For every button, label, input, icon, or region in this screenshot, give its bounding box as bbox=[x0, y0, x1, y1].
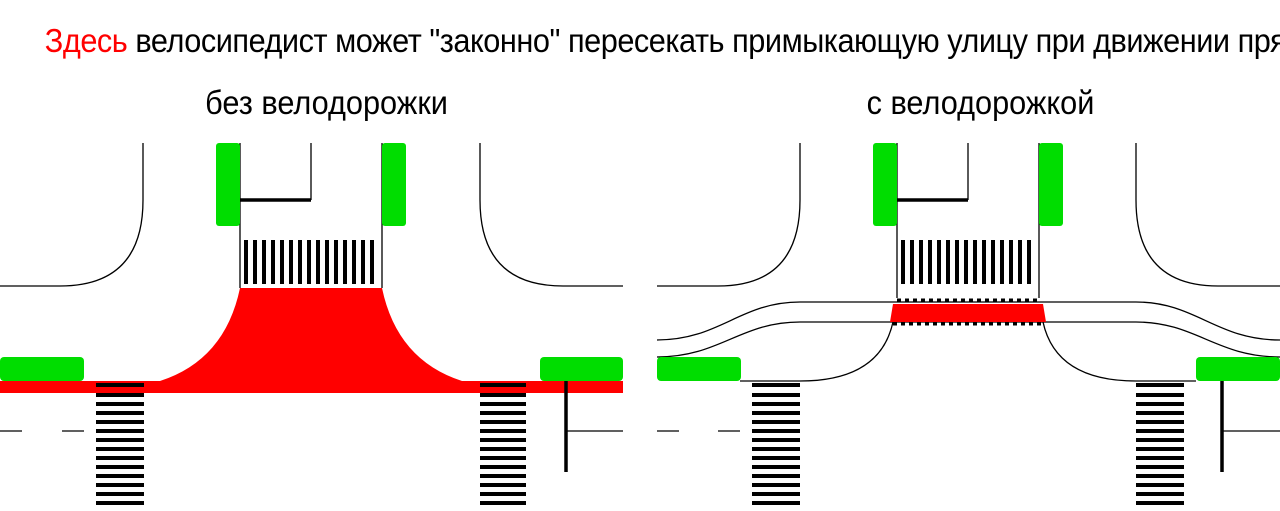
subtitle-without-bike-lane: без велодорожки bbox=[205, 84, 448, 121]
bike-lane-edge-top bbox=[656, 301, 1280, 341]
green-island-top-left bbox=[873, 143, 897, 226]
headline-accent-word: Здесь bbox=[44, 22, 128, 59]
zebra-crosswalk-main-left bbox=[752, 383, 800, 505]
red-bike-crossing bbox=[890, 304, 1046, 322]
curb-corner-bottom-right bbox=[1042, 321, 1196, 382]
headline-text: велосипедист может "законно" пересекать … bbox=[127, 22, 1280, 59]
zebra-crosswalk-main-right bbox=[480, 383, 526, 505]
zebra-crosswalk-side-road bbox=[901, 240, 1031, 284]
green-island-right bbox=[1196, 357, 1280, 381]
curb-corner-bottom-left bbox=[740, 321, 894, 382]
subtitle-with-bike-lane: с велодорожкой bbox=[866, 84, 1095, 121]
green-island-top-right bbox=[1039, 143, 1063, 226]
curb-corner-top-left bbox=[0, 143, 144, 287]
zebra-crosswalk-main-right bbox=[1136, 383, 1184, 505]
red-crossing-area bbox=[0, 288, 623, 393]
curb-corner-top-left bbox=[657, 143, 801, 287]
bike-lane-edge-bottom bbox=[656, 321, 1280, 358]
zebra-crosswalk-side-road bbox=[244, 240, 374, 284]
headline: Здесь велосипедист может "законно" перес… bbox=[44, 22, 1280, 60]
curb-corner-top-right bbox=[479, 143, 623, 287]
curb-corner-top-right bbox=[1135, 143, 1280, 287]
green-island-left bbox=[0, 357, 84, 381]
panel-with-bike-lane bbox=[656, 143, 1280, 505]
green-island-top-right bbox=[382, 143, 406, 226]
panel-without-bike-lane bbox=[0, 143, 623, 505]
green-island-top-left bbox=[216, 143, 240, 226]
zebra-crosswalk-main-left bbox=[96, 383, 144, 505]
green-island-right bbox=[540, 357, 623, 381]
green-island-left bbox=[657, 357, 741, 381]
